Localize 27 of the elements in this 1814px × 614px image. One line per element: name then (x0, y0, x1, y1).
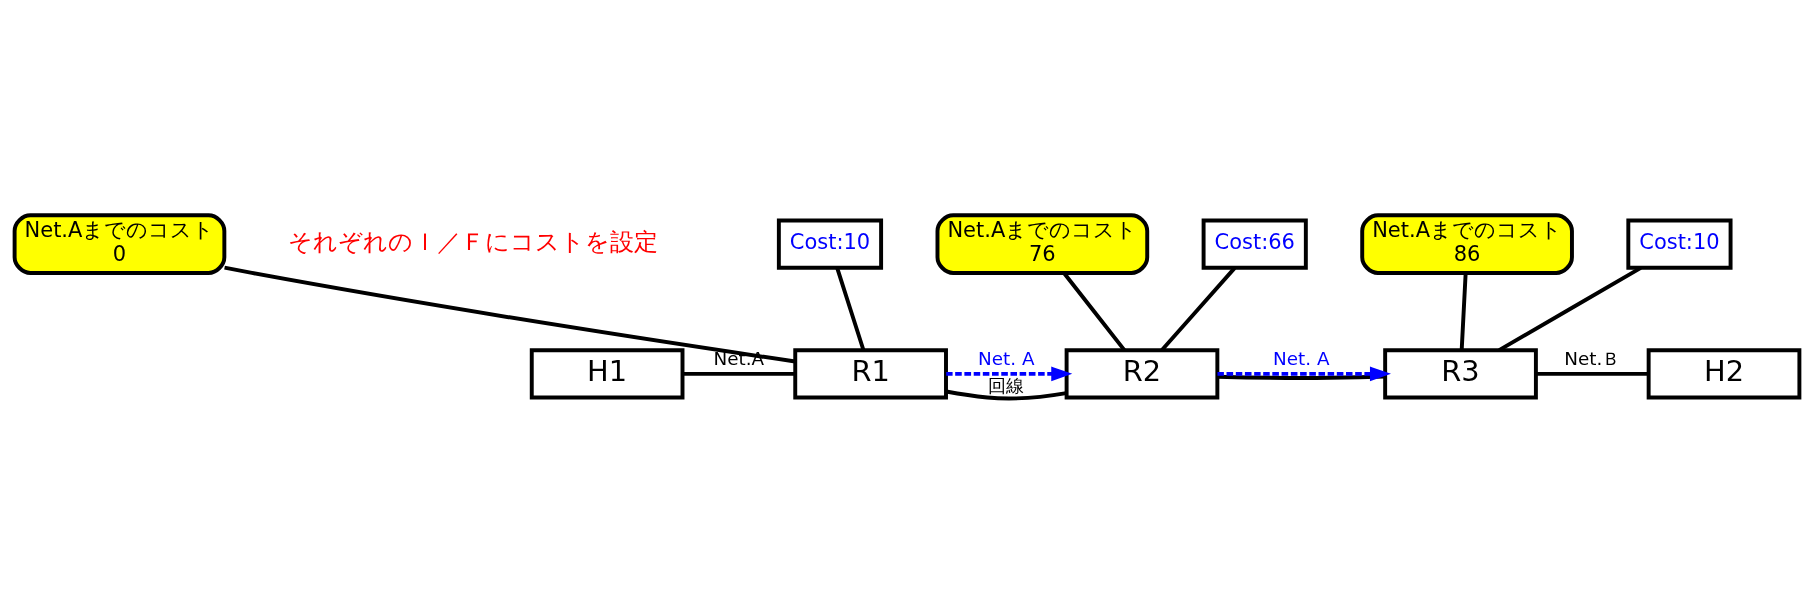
arrow (1217, 366, 1391, 382)
connector (1536, 371, 1649, 376)
connector (1498, 266, 1642, 352)
connector (1217, 374, 1385, 380)
edge-label: Net. A (1273, 347, 1330, 369)
node-box: R2 (1064, 348, 1220, 400)
node-box: Cost:10 (1626, 218, 1733, 270)
connector (224, 265, 796, 364)
node-box: Net.Aまでのコスト 0 (12, 213, 227, 275)
node-box: R1 (793, 348, 948, 400)
node-box: Cost:10 (776, 218, 884, 270)
arrow (946, 366, 1073, 382)
connector (835, 267, 866, 351)
node-box: R3 (1383, 348, 1538, 400)
node-box: Cost:66 (1201, 218, 1308, 270)
connector (682, 371, 796, 376)
edge-label: Net. A (978, 347, 1035, 369)
node-box: Net.Aまでのコスト 86 (1360, 213, 1574, 275)
node-box: Net.Aまでのコスト 76 (935, 213, 1150, 275)
edge-label: Net.Ｂ (1564, 347, 1621, 369)
connector (1459, 272, 1468, 351)
label: それぞれのＩ／Ｆにコストを設定 (288, 227, 659, 256)
connector (1160, 266, 1237, 352)
node-box: H2 (1646, 348, 1802, 400)
edge-label: 回線 (988, 375, 1025, 397)
connector (945, 389, 1067, 401)
node-box: H1 (529, 348, 685, 400)
